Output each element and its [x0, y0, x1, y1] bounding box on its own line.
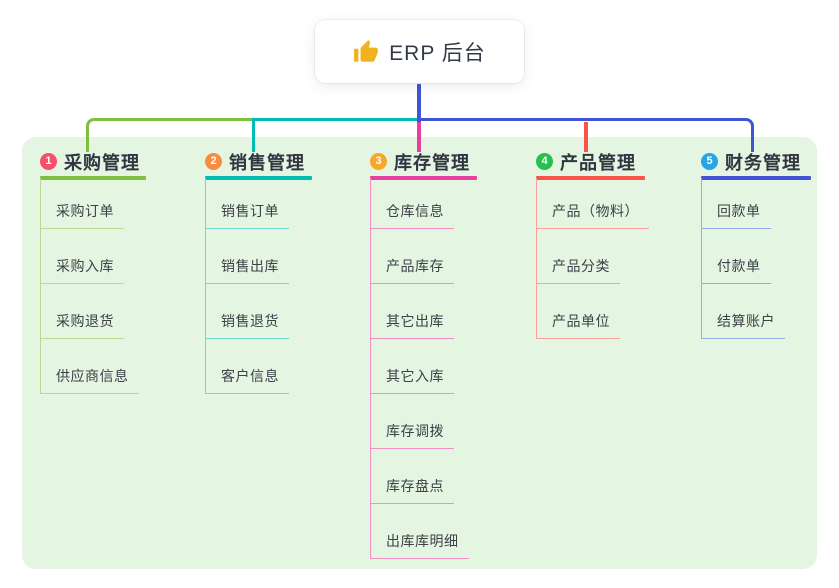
child-node[interactable]: 回款单: [702, 178, 785, 229]
child-node-label: 结算账户: [702, 311, 785, 339]
branch-children-1: 采购订单采购入库采购退货供应商信息: [40, 178, 139, 394]
branch-children-4: 产品（物料） 产品分类产品单位: [536, 178, 649, 339]
branch-children-5: 回款单付款单结算账户: [701, 178, 785, 339]
child-node[interactable]: 供应商信息: [41, 339, 139, 394]
child-node-label: 其它出库: [371, 311, 454, 339]
child-node[interactable]: 产品（物料）: [537, 178, 649, 229]
branch-node-4[interactable]: 4 产品管理: [536, 149, 645, 180]
branch-node-5[interactable]: 5 财务管理: [701, 149, 811, 180]
branch-number-badge: 1: [40, 153, 57, 170]
child-node-label: 采购退货: [41, 311, 124, 339]
branch-label: 销售管理: [229, 152, 305, 173]
child-node-label: 产品单位: [537, 311, 620, 339]
child-node[interactable]: 出库库明细: [371, 504, 469, 559]
branch-node-3[interactable]: 3 库存管理: [370, 149, 477, 180]
child-node[interactable]: 销售订单: [206, 178, 289, 229]
child-node[interactable]: 结算账户: [702, 284, 785, 339]
branch-node-1[interactable]: 1 采购管理: [40, 149, 146, 180]
child-node-label: 回款单: [702, 201, 771, 229]
child-node-label: 库存盘点: [371, 476, 454, 504]
child-node-label: 库存调拨: [371, 421, 454, 449]
child-node-label: 销售退货: [206, 311, 289, 339]
branch-label: 采购管理: [64, 152, 140, 173]
child-node[interactable]: 销售退货: [206, 284, 289, 339]
child-node-label: 销售出库: [206, 256, 289, 284]
child-node-label: 采购订单: [41, 201, 124, 229]
child-node-label: 仓库信息: [371, 201, 454, 229]
child-node-label: 采购入库: [41, 256, 124, 284]
child-node[interactable]: 库存盘点: [371, 449, 469, 504]
child-node-label: 出库库明细: [371, 531, 469, 559]
child-node[interactable]: 库存调拨: [371, 394, 469, 449]
branch-number-badge: 2: [205, 153, 222, 170]
branch2-connector: [252, 118, 417, 152]
child-node-label: 供应商信息: [41, 366, 139, 394]
child-node-label: 销售订单: [206, 201, 289, 229]
branch-underline: [536, 176, 645, 180]
branch-number-badge: 4: [536, 153, 553, 170]
branch-node-2[interactable]: 2 销售管理: [205, 149, 312, 180]
branch-underline: [205, 176, 312, 180]
branch-underline: [370, 176, 477, 180]
branch-underline: [701, 176, 811, 180]
child-node-label: 产品库存: [371, 256, 454, 284]
child-node[interactable]: 其它入库: [371, 339, 469, 394]
branch-number-badge: 5: [701, 153, 718, 170]
branch-children-2: 销售订单销售出库销售退货客户信息: [205, 178, 289, 394]
branch-underline: [40, 176, 146, 180]
child-node[interactable]: 产品单位: [537, 284, 649, 339]
branch5-connector: [417, 118, 754, 152]
child-node[interactable]: 销售出库: [206, 229, 289, 284]
child-node[interactable]: 客户信息: [206, 339, 289, 394]
root-stem-line: [417, 83, 421, 122]
branch1-connector: [86, 118, 252, 152]
child-node-label: 产品（物料）: [537, 201, 649, 229]
child-node-label: 产品分类: [537, 256, 620, 284]
root-node-label: ERP 后台: [389, 41, 486, 65]
child-node-label: 客户信息: [206, 366, 289, 394]
child-node[interactable]: 产品分类: [537, 229, 649, 284]
child-node[interactable]: 付款单: [702, 229, 785, 284]
branches-panel: [22, 137, 817, 569]
branch-label: 财务管理: [725, 152, 801, 173]
child-node[interactable]: 其它出库: [371, 284, 469, 339]
branch-label: 库存管理: [394, 152, 470, 173]
child-node-label: 其它入库: [371, 366, 454, 394]
child-node-label: 付款单: [702, 256, 771, 284]
child-node[interactable]: 采购退货: [41, 284, 139, 339]
thumbs-up-icon: [354, 39, 379, 62]
branch-children-3: 仓库信息产品库存其它出库其它入库库存调拨库存盘点出库库明细: [370, 178, 469, 559]
branch4-connector: [584, 121, 588, 152]
child-node[interactable]: 采购订单: [41, 178, 139, 229]
branch-number-badge: 3: [370, 153, 387, 170]
root-node[interactable]: ERP 后台: [315, 20, 524, 83]
child-node[interactable]: 产品库存: [371, 229, 469, 284]
branch-label: 产品管理: [560, 152, 636, 173]
branch3-connector: [417, 121, 421, 152]
child-node[interactable]: 采购入库: [41, 229, 139, 284]
child-node[interactable]: 仓库信息: [371, 178, 469, 229]
